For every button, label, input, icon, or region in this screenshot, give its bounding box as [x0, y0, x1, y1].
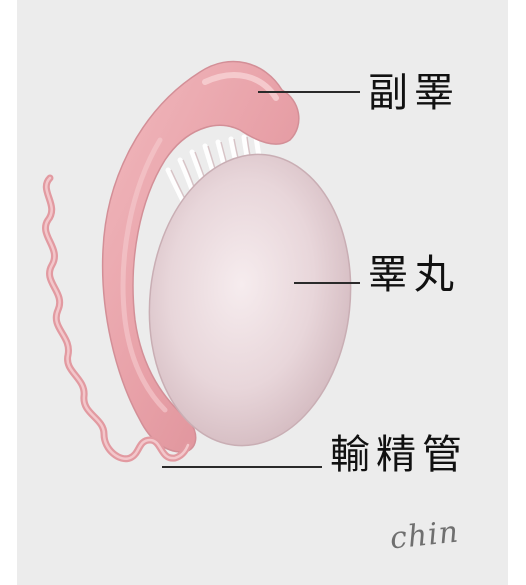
label-epididymis: 副睪 — [368, 73, 460, 113]
label-testis: 睪丸 — [368, 255, 460, 295]
artist-signature: chin — [388, 514, 460, 556]
label-vas-deferens: 輸精管 — [330, 435, 468, 475]
